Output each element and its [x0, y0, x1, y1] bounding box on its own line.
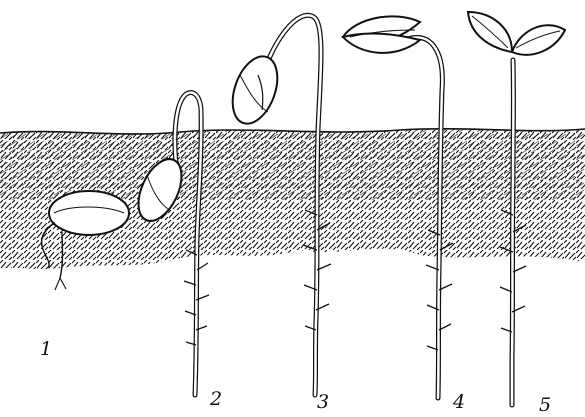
stage-label-1: 1	[40, 340, 52, 359]
stage-label-2: 2	[210, 390, 222, 409]
stage-label-5: 5	[539, 396, 551, 415]
stage-label-4: 4	[453, 393, 465, 412]
stage-label-3: 3	[317, 393, 329, 412]
